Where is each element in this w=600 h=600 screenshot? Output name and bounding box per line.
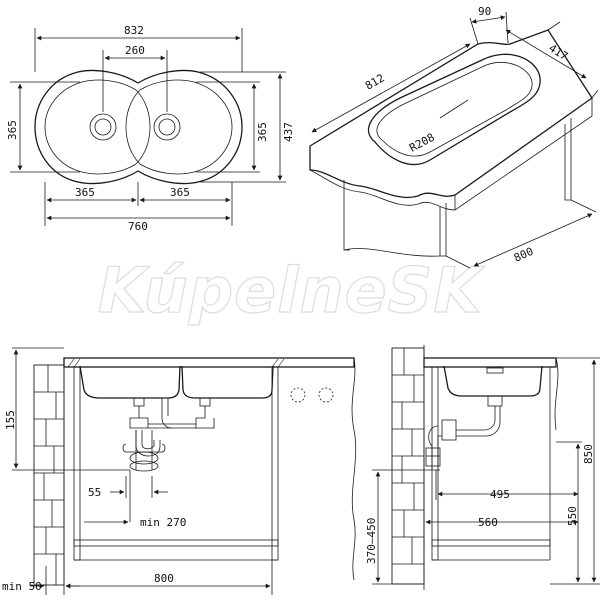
dim-155: 155 — [4, 410, 17, 430]
right-bowl-outline — [125, 79, 233, 175]
side-cabinet-left — [431, 367, 439, 561]
top-view: 832 260 365 365 437 365 365 760 — [6, 24, 295, 233]
right-drain-inner — [158, 118, 176, 136]
iso-view: 90 417 812 R208 800 — [309, 5, 599, 269]
side-section: 495 560 370–450 550 850 — [365, 345, 600, 590]
left-drain-outer — [89, 113, 117, 141]
side-countertop — [423, 357, 557, 368]
front-countertop — [63, 357, 355, 368]
side-plumbing — [425, 395, 503, 470]
dim-495: 495 — [490, 488, 510, 501]
front-socket-left — [290, 387, 306, 403]
front-plumbing — [122, 397, 215, 472]
dim-min-50: min 50 — [2, 580, 42, 593]
front-left-bowl — [79, 365, 181, 399]
left-bowl-outline — [44, 79, 151, 175]
dim-812: 812 — [363, 71, 387, 92]
iso-countertop-top — [309, 29, 593, 199]
dim-800-front: 800 — [154, 572, 174, 585]
front-socket-right — [318, 387, 334, 403]
dim-90: 90 — [478, 5, 491, 18]
side-brick-wall — [391, 345, 425, 590]
dim-437: 437 — [282, 122, 295, 142]
front-cabinet-left — [73, 367, 81, 561]
dim-365-bottom-right: 365 — [170, 186, 190, 199]
dim-550: 550 — [566, 506, 579, 526]
iso-cabinet-left-leg — [343, 180, 350, 251]
iso-bowl-inner — [376, 61, 533, 157]
dim-min-270: min 270 — [140, 516, 186, 529]
front-cabinet-right — [271, 367, 279, 561]
front-brick-wall — [33, 358, 65, 595]
top-view-outline — [34, 69, 243, 185]
dim-370-450: 370–450 — [365, 518, 378, 564]
front-section: 155 55 min 270 min 50 800 — [2, 347, 357, 595]
dim-832: 832 — [124, 24, 144, 37]
dim-365-bottom-left: 365 — [75, 186, 95, 199]
dim-365-right-vertical: 365 — [256, 122, 269, 142]
side-bowl — [443, 365, 543, 397]
iso-cabinet-front-leg — [439, 203, 447, 257]
dim-55: 55 — [88, 486, 101, 499]
dim-365-left-vertical: 365 — [6, 120, 19, 140]
left-drain-inner — [94, 118, 112, 136]
dim-260: 260 — [125, 44, 145, 57]
front-right-bowl — [181, 365, 274, 399]
dim-760: 760 — [128, 220, 148, 233]
iso-cabinet-right-leg — [564, 118, 572, 201]
right-drain-outer — [153, 113, 181, 141]
dim-560: 560 — [478, 516, 498, 529]
watermark-text: KúpelneSK — [98, 254, 485, 327]
dim-850: 850 — [582, 444, 595, 464]
